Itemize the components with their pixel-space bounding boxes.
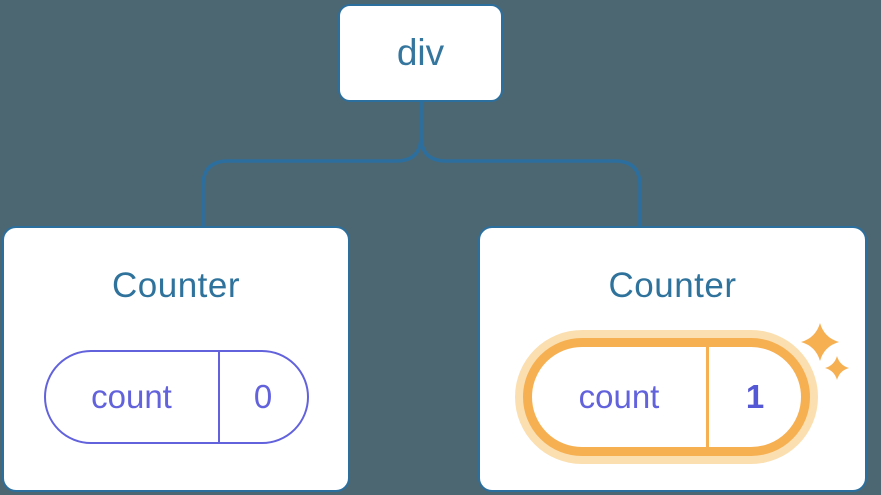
state-pill-highlighted: count 1 — [523, 338, 810, 456]
tree-node-root-div: div — [338, 4, 503, 102]
sparkle-large — [801, 323, 839, 361]
state-key-cell: count — [46, 352, 220, 442]
component-title: Counter — [111, 266, 241, 305]
state-key-label: count — [91, 378, 172, 415]
tree-node-counter-right: Counter count 1 — [478, 226, 867, 492]
connector-left-branch — [201, 102, 423, 228]
state-value-label: 1 — [745, 378, 765, 415]
sparkle-icon — [801, 323, 849, 380]
state-value-label: 0 — [253, 378, 273, 415]
connector-right-branch — [419, 102, 642, 228]
state-pill: count 0 — [43, 350, 309, 444]
sparkle-small — [825, 356, 849, 380]
tree-node-counter-left: Counter count 0 — [2, 226, 350, 492]
state-key-cell: count — [532, 347, 709, 447]
root-node-label: div — [396, 32, 445, 73]
component-title: Counter — [608, 266, 737, 305]
state-value-cell: 1 — [709, 347, 801, 447]
state-key-label: count — [578, 378, 660, 415]
state-value-cell: 0 — [220, 352, 307, 442]
